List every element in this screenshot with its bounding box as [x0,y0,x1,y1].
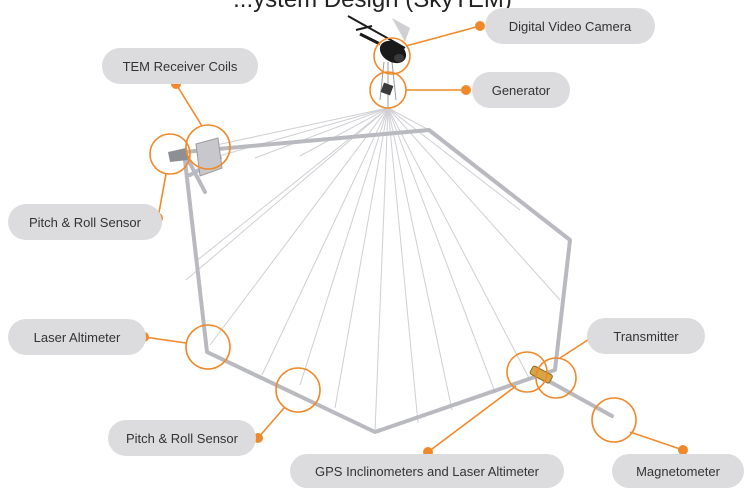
tem-frame [182,128,614,434]
svg-text:Pitch & Roll Sensor: Pitch & Roll Sensor [126,431,239,446]
svg-text:Transmitter: Transmitter [613,329,679,344]
svg-text:Laser Altimeter: Laser Altimeter [34,330,121,345]
callout-pitch-roll-sensor-upper: Pitch & Roll Sensor [8,204,162,240]
svg-text:TEM Receiver Coils: TEM Receiver Coils [123,59,238,74]
callout-pitch-roll-sensor-lower: Pitch & Roll Sensor [108,420,256,456]
generator-box [380,82,394,96]
svg-text:Magnetometer: Magnetometer [636,464,720,479]
receiver-coil-block [168,137,223,177]
svg-text:Digital Video Camera: Digital Video Camera [509,19,632,34]
callout-leaders [143,25,684,453]
svg-text:Pitch & Roll Sensor: Pitch & Roll Sensor [29,215,142,230]
page-title: ...ystem Design (SkyTEM) [0,0,745,14]
svg-text:Generator: Generator [492,83,551,98]
svg-text:GPS Inclinometers and Laser Al: GPS Inclinometers and Laser Altimeter [315,464,540,479]
callout-transmitter: Transmitter [587,318,705,354]
callout-dots [139,21,688,457]
helicopter-icon [347,15,410,64]
transmitter-unit [529,365,553,384]
callout-magnetometer: Magnetometer [612,454,744,488]
suspension-cables [183,107,561,433]
callout-gps-inclinometers: GPS Inclinometers and Laser Altimeter [290,454,564,488]
callout-laser-altimeter: Laser Altimeter [8,319,146,355]
callout-generator: Generator [472,72,570,108]
callout-digital-video-camera: Digital Video Camera [485,8,655,44]
callout-tem-receiver-coils: TEM Receiver Coils [102,48,258,84]
